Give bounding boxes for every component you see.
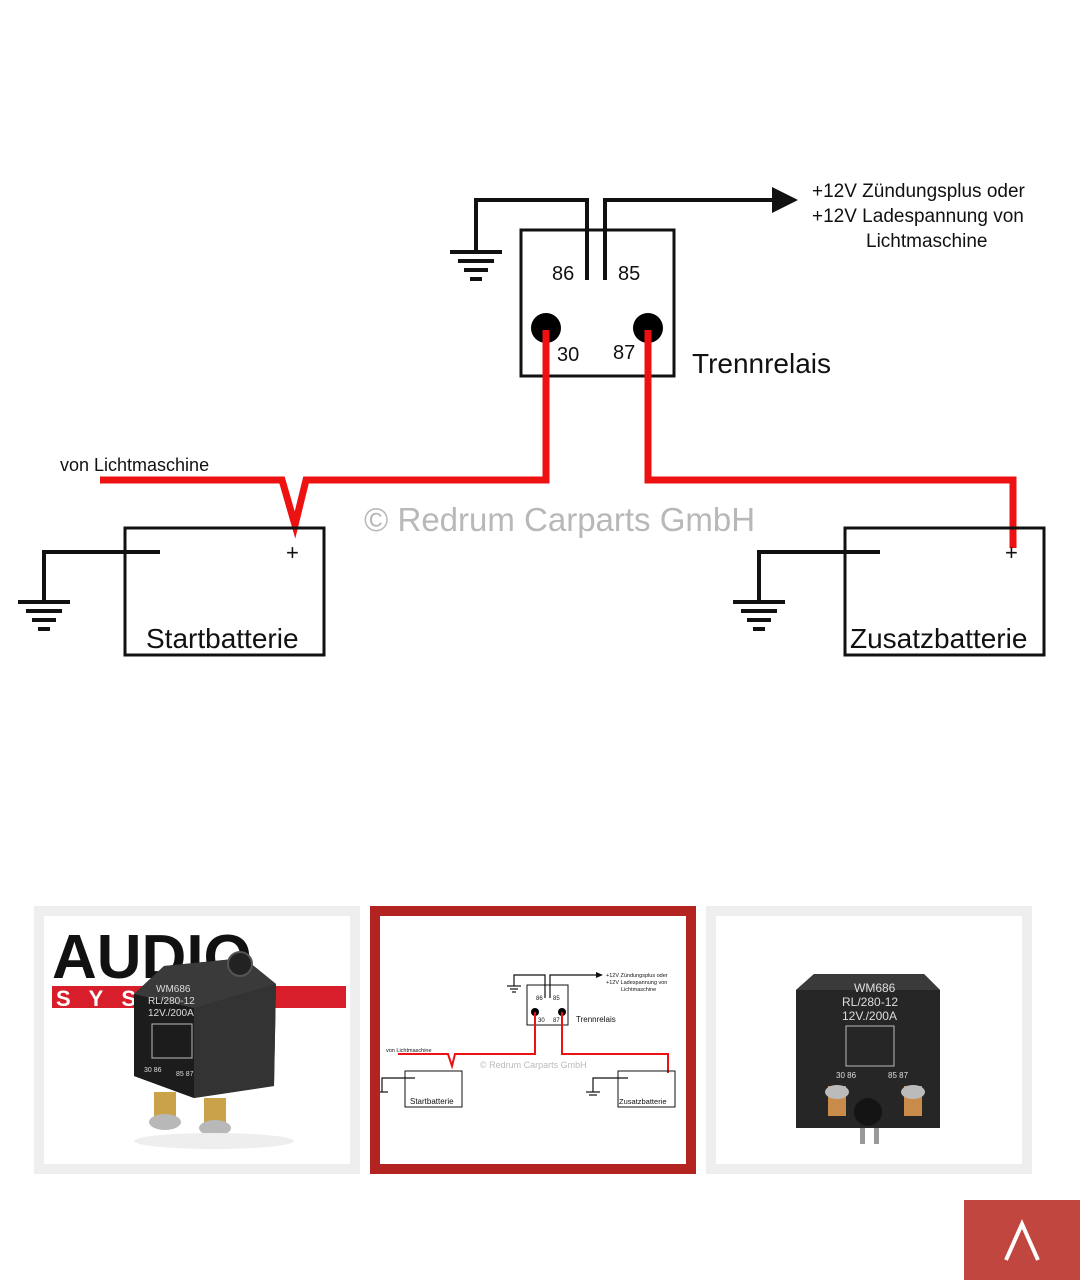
arrow-right-icon: [772, 187, 798, 213]
thumbnail-gallery: AUDIO SYSTEM WM686 RL/280-12 12V./200A 3…: [34, 906, 1034, 1176]
svg-text:Zusatzbatterie: Zusatzbatterie: [619, 1097, 667, 1106]
svg-text:von Lichtmaschine: von Lichtmaschine: [386, 1048, 432, 1054]
supply-label-line3: Lichtmaschine: [866, 231, 987, 252]
svg-text:86: 86: [536, 996, 543, 1002]
svg-text:WM686: WM686: [854, 981, 896, 995]
aux-battery-box: [843, 526, 1046, 657]
ground-icon: [733, 600, 785, 631]
svg-text:+12V Ladespannung von: +12V Ladespannung von: [606, 980, 667, 986]
relay-photo-3: WM686 RL/280-12 12V./200A 30 86 85 87: [716, 916, 1022, 1164]
supply-label-line1: +12V Zündungsplus oder: [812, 181, 1026, 202]
wire-87-to-aux: [644, 330, 1017, 548]
aux-battery-plus: +: [1005, 540, 1018, 565]
svg-text:30 86: 30 86: [836, 1071, 857, 1080]
wire-85: [603, 198, 772, 280]
relay-label: Trennrelais: [692, 348, 831, 379]
svg-text:12V./200A: 12V./200A: [842, 1009, 897, 1023]
svg-text:Lichtmaschine: Lichtmaschine: [621, 987, 656, 993]
aux-battery-minus-wire: [757, 550, 880, 600]
wiring-diagram-thumb: 86 85 30 87 Trennrelais +12V Zündungsplu…: [380, 916, 686, 1164]
start-battery-minus-wire: [42, 550, 160, 600]
start-battery-plus: +: [286, 540, 299, 565]
svg-text:RL/280-12: RL/280-12: [148, 996, 195, 1007]
svg-text:87: 87: [553, 1018, 560, 1024]
thumbnail-relay-front[interactable]: WM686 RL/280-12 12V./200A 30 86 85 87: [706, 906, 1032, 1174]
scroll-to-top-button[interactable]: [964, 1200, 1080, 1280]
caret-up-icon: [1004, 1219, 1040, 1261]
svg-text:85 87: 85 87: [176, 1071, 194, 1078]
svg-text:WM686: WM686: [156, 984, 191, 995]
wiring-diagram: 86 85 30 87 Trennrelais +12V Zündungsplu…: [18, 181, 1046, 657]
wire-86: [474, 198, 589, 280]
alternator-label: von Lichtmaschine: [60, 455, 209, 475]
pin-85-label: 85: [618, 263, 640, 285]
pin-86-label: 86: [552, 263, 574, 285]
svg-text:30 86: 30 86: [144, 1067, 162, 1074]
thumbnail-audio-system-relay[interactable]: AUDIO SYSTEM WM686 RL/280-12 12V./200A 3…: [34, 906, 360, 1174]
start-battery-box: [123, 526, 326, 657]
start-battery-label: Startbatterie: [146, 623, 299, 654]
pin-87-label: 87: [613, 342, 635, 364]
svg-text:RL/280-12: RL/280-12: [842, 995, 898, 1009]
wire-alternator-to-30: [100, 330, 550, 539]
terminal-30: [531, 313, 561, 343]
svg-text:85 87: 85 87: [888, 1071, 909, 1080]
svg-text:+12V Zündungsplus oder: +12V Zündungsplus oder: [606, 973, 668, 979]
supply-label-line2: +12V Ladespannung von: [812, 206, 1024, 227]
svg-text:© Redrum Carparts GmbH: © Redrum Carparts GmbH: [480, 1060, 587, 1070]
terminal-87: [633, 313, 663, 343]
svg-text:12V./200A: 12V./200A: [148, 1008, 194, 1019]
thumbnail-wiring-diagram[interactable]: 86 85 30 87 Trennrelais +12V Zündungsplu…: [370, 906, 696, 1174]
watermark-text: © Redrum Carparts GmbH: [364, 501, 755, 538]
ground-icon: [450, 250, 502, 281]
pin-30-label: 30: [557, 344, 579, 366]
svg-text:30: 30: [538, 1018, 545, 1024]
svg-text:Startbatterie: Startbatterie: [410, 1097, 454, 1106]
aux-battery-label: Zusatzbatterie: [850, 623, 1027, 654]
svg-text:85: 85: [553, 996, 560, 1002]
svg-text:Trennrelais: Trennrelais: [576, 1015, 616, 1024]
main-product-image[interactable]: 86 85 30 87 Trennrelais +12V Zündungsplu…: [0, 0, 1080, 860]
relay-photo-1: AUDIO SYSTEM WM686 RL/280-12 12V./200A 3…: [44, 916, 350, 1164]
ground-icon: [18, 600, 70, 631]
relay-box: [519, 228, 676, 378]
